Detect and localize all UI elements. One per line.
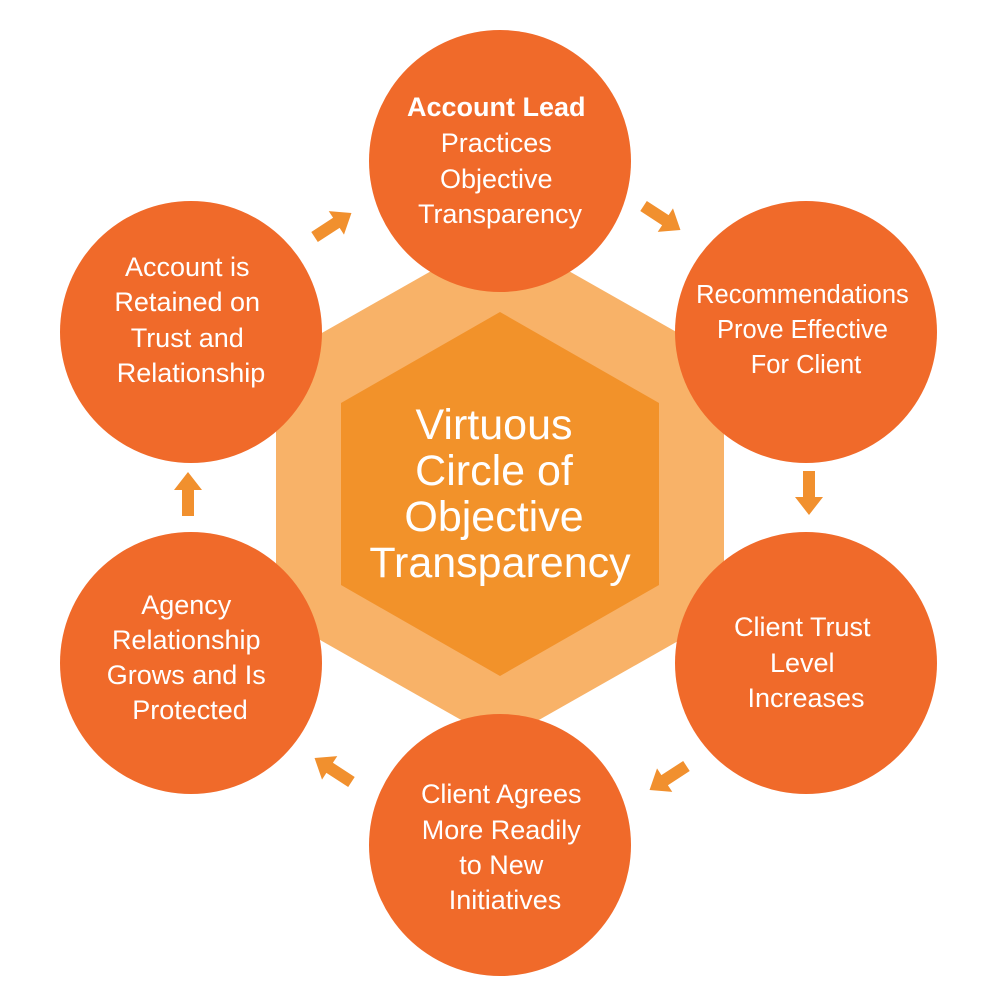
step-node-1: Account Lead Practices Objective Transpa… bbox=[369, 30, 631, 292]
step-node-5-circle bbox=[60, 532, 322, 794]
step-node-3-line-2: Level bbox=[770, 648, 835, 678]
step-node-5-line-2: Relationship bbox=[112, 625, 261, 655]
step-node-2-circle bbox=[675, 201, 937, 463]
step-node-2-line-2: Prove Effective bbox=[717, 316, 888, 344]
step-node-5-line-3: Grows and Is bbox=[107, 660, 266, 690]
inner-hexagon bbox=[341, 312, 659, 676]
step-node-4-line-3: to New bbox=[459, 850, 544, 880]
arrow-left-up-icon bbox=[314, 756, 355, 788]
step-node-6-label: Account is Retained on Trust and Relatio… bbox=[114, 252, 267, 388]
step-node-5: Agency Relationship Grows and Is Protect… bbox=[60, 532, 322, 794]
arrow-left-down-icon bbox=[649, 760, 690, 792]
center-title-line-1: Virtuous bbox=[416, 401, 573, 449]
step-node-1-line-1: Account Lead bbox=[407, 92, 586, 122]
step-node-5-line-4: Protected bbox=[132, 695, 248, 725]
step-node-4-line-1: Client Agrees bbox=[421, 779, 582, 809]
arrow-right-up-icon bbox=[311, 211, 352, 243]
step-node-2: Recommendations Prove Effective For Clie… bbox=[675, 201, 937, 463]
step-node-2-line-3: For Client bbox=[751, 351, 862, 379]
step-node-4-label: Client Agrees More Readily to New Initia… bbox=[421, 779, 589, 915]
step-node-6-circle bbox=[60, 201, 322, 463]
arrow-down-icon bbox=[795, 471, 823, 515]
step-node-6-line-3: Trust and bbox=[131, 323, 244, 353]
step-node-3-line-3: Increases bbox=[747, 683, 864, 713]
center-title-line-2: Circle of bbox=[415, 447, 574, 495]
step-node-6-line-2: Retained on bbox=[114, 287, 260, 317]
step-node-3-line-1: Client Trust bbox=[734, 612, 871, 642]
step-node-1-line-3: Objective bbox=[440, 164, 553, 194]
arrow-right-down-icon-1 bbox=[640, 200, 681, 232]
center-title: Virtuous Circle of Objective Transparenc… bbox=[369, 401, 631, 587]
step-node-3-circle bbox=[675, 532, 937, 794]
step-node-4: Client Agrees More Readily to New Initia… bbox=[369, 714, 631, 976]
step-node-5-line-1: Agency bbox=[141, 590, 232, 620]
step-node-4-line-2: More Readily bbox=[422, 815, 582, 845]
step-node-6-line-4: Relationship bbox=[117, 358, 266, 388]
step-node-3-label: Client Trust Level Increases bbox=[734, 612, 878, 713]
step-node-5-label: Agency Relationship Grows and Is Protect… bbox=[107, 590, 274, 725]
arrows bbox=[174, 200, 823, 792]
step-node-1-line-4: Transparency bbox=[418, 199, 583, 229]
step-node-3: Client Trust Level Increases bbox=[675, 532, 937, 794]
step-node-4-line-4: Initiatives bbox=[449, 885, 562, 915]
center-title-line-3: Objective bbox=[404, 493, 583, 541]
step-node-2-line-1: Recommendations bbox=[696, 281, 909, 309]
step-node-2-label: Recommendations Prove Effective For Clie… bbox=[696, 281, 916, 379]
step-node-6: Account is Retained on Trust and Relatio… bbox=[60, 201, 322, 463]
step-node-4-circle bbox=[369, 714, 631, 976]
center-title-line-4: Transparency bbox=[369, 539, 631, 587]
step-node-6-line-1: Account is bbox=[125, 252, 250, 282]
arrow-up-icon bbox=[174, 472, 202, 516]
step-node-1-line-2: Practices bbox=[441, 128, 552, 158]
step-node-1-circle bbox=[369, 30, 631, 292]
step-node-1-label: Account Lead Practices Objective Transpa… bbox=[407, 92, 593, 229]
